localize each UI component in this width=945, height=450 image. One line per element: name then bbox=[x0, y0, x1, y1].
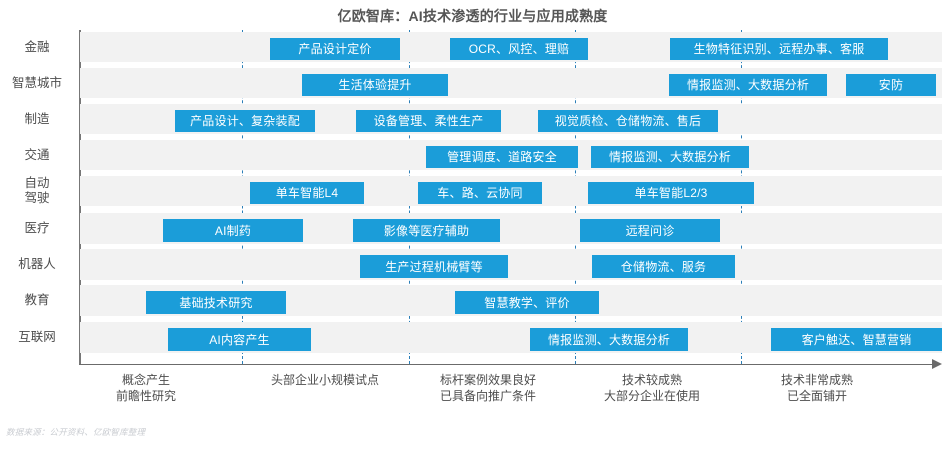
application-bar[interactable]: 产品设计、复杂装配 bbox=[175, 110, 315, 132]
chart-row: AI制药 影像等医疗辅助 远程问诊 bbox=[80, 213, 942, 244]
application-bar[interactable]: 车、路、云协同 bbox=[418, 182, 542, 204]
row-label-line: 交通 bbox=[24, 147, 50, 162]
application-bar[interactable]: 单车智能L2/3 bbox=[588, 182, 754, 204]
x-axis-arrow-icon bbox=[932, 359, 942, 369]
chart-row: 单车智能L4 车、路、云协同 单车智能L2/3 bbox=[80, 176, 942, 206]
application-bar[interactable]: 单车智能L4 bbox=[250, 182, 364, 204]
stage-label-line: 概念产生 bbox=[121, 373, 170, 387]
row-band bbox=[80, 249, 942, 280]
row-label-金融: 金融 bbox=[0, 40, 74, 55]
row-label-line: 驾驶 bbox=[24, 191, 50, 205]
page-title: 亿欧智库：AI技术渗透的行业与应用成熟度 bbox=[337, 8, 608, 24]
application-bar[interactable]: 基础技术研究 bbox=[146, 291, 286, 314]
application-bar[interactable]: 生物特征识别、远程办事、客服 bbox=[670, 38, 888, 60]
row-label-教育: 教育 bbox=[0, 293, 74, 308]
stage-label-line: 已具备向推广条件 bbox=[439, 389, 536, 403]
application-bar[interactable]: 设备管理、柔性生产 bbox=[356, 110, 501, 132]
application-bar[interactable]: 客户触达、智慧营销 bbox=[771, 328, 942, 351]
row-label-line: 智慧城市 bbox=[11, 75, 62, 90]
row-label-line: 机器人 bbox=[18, 257, 56, 271]
stage-label-4: 技术较成熟大部分企业在使用 bbox=[576, 372, 728, 404]
stage-label-line: 技术较成熟 bbox=[621, 373, 682, 387]
source-note: 数据来源：公开资料、亿欧智库整理 bbox=[6, 427, 146, 437]
row-label-line: 互联网 bbox=[18, 330, 56, 344]
application-bar[interactable]: OCR、风控、理赔 bbox=[450, 38, 588, 60]
row-label-line: 教育 bbox=[24, 293, 50, 307]
application-bar[interactable]: 生活体验提升 bbox=[302, 74, 448, 96]
row-label-制造: 制造 bbox=[0, 112, 74, 127]
row-label-机器人: 机器人 bbox=[0, 257, 74, 272]
chart-row: 产品设计定价 OCR、风控、理赔 生物特征识别、远程办事、客服 bbox=[80, 32, 942, 62]
chart-row: 产品设计、复杂装配 设备管理、柔性生产 视觉质检、仓储物流、售后 bbox=[80, 104, 942, 134]
application-bar[interactable]: 产品设计定价 bbox=[270, 38, 400, 60]
application-bar[interactable]: 情报监测、大数据分析 bbox=[669, 74, 827, 96]
stage-label-line: 前瞻性研究 bbox=[115, 389, 176, 403]
application-bar[interactable]: 安防 bbox=[846, 74, 936, 96]
chart-row: 生活体验提升 情报监测、大数据分析安防 bbox=[80, 68, 942, 98]
application-bar[interactable]: 智慧教学、评价 bbox=[455, 291, 599, 314]
application-bar[interactable]: 生产过程机械臂等 bbox=[360, 255, 508, 278]
stage-label-line: 技术非常成熟 bbox=[780, 373, 853, 387]
stage-label-1: 概念产生前瞻性研究 bbox=[86, 372, 206, 404]
row-label-line: 自动 bbox=[24, 176, 50, 190]
row-label-line: 医疗 bbox=[24, 221, 50, 235]
stage-label-line: 大部分企业在使用 bbox=[603, 389, 700, 403]
chart-row: 生产过程机械臂等 仓储物流、服务 bbox=[80, 249, 942, 280]
row-label-智慧城市: 智慧城市 bbox=[0, 76, 74, 91]
stage-label-line: 头部企业小规模试点 bbox=[270, 373, 379, 387]
chart-row: AI内容产生 情报监测、大数据分析 客户触达、智慧营销 bbox=[80, 322, 942, 353]
application-bar[interactable]: 视觉质检、仓储物流、售后 bbox=[538, 110, 718, 132]
application-bar[interactable]: 管理调度、道路安全 bbox=[426, 146, 578, 168]
application-bar[interactable]: 仓储物流、服务 bbox=[592, 255, 735, 278]
application-bar[interactable]: AI制药 bbox=[163, 219, 303, 242]
chart-row: 管理调度、道路安全情报监测、大数据分析 bbox=[80, 140, 942, 170]
row-label-自动驾驶: 自动驾驶 bbox=[0, 176, 74, 206]
application-bar[interactable]: 情报监测、大数据分析 bbox=[591, 146, 749, 168]
application-bar[interactable]: 远程问诊 bbox=[580, 219, 720, 242]
row-label-互联网: 互联网 bbox=[0, 330, 74, 345]
row-label-line: 金融 bbox=[24, 39, 50, 54]
application-bar[interactable]: 情报监测、大数据分析 bbox=[530, 328, 688, 351]
chart-row: 基础技术研究 智慧教学、评价 bbox=[80, 285, 942, 316]
row-label-line: 制造 bbox=[24, 111, 50, 126]
stage-label-line: 标杆案例效果良好 bbox=[439, 373, 536, 387]
x-axis-line bbox=[79, 364, 934, 365]
row-label-医疗: 医疗 bbox=[0, 221, 74, 236]
application-bar[interactable]: 影像等医疗辅助 bbox=[353, 219, 500, 242]
stage-label-line: 已全面铺开 bbox=[786, 389, 847, 403]
stage-label-2: 头部企业小规模试点 bbox=[240, 372, 410, 388]
stage-label-3: 标杆案例效果良好已具备向推广条件 bbox=[412, 372, 564, 404]
application-bar[interactable]: AI内容产生 bbox=[168, 328, 311, 351]
stage-label-5: 技术非常成熟已全面铺开 bbox=[742, 372, 892, 404]
row-label-交通: 交通 bbox=[0, 148, 74, 163]
